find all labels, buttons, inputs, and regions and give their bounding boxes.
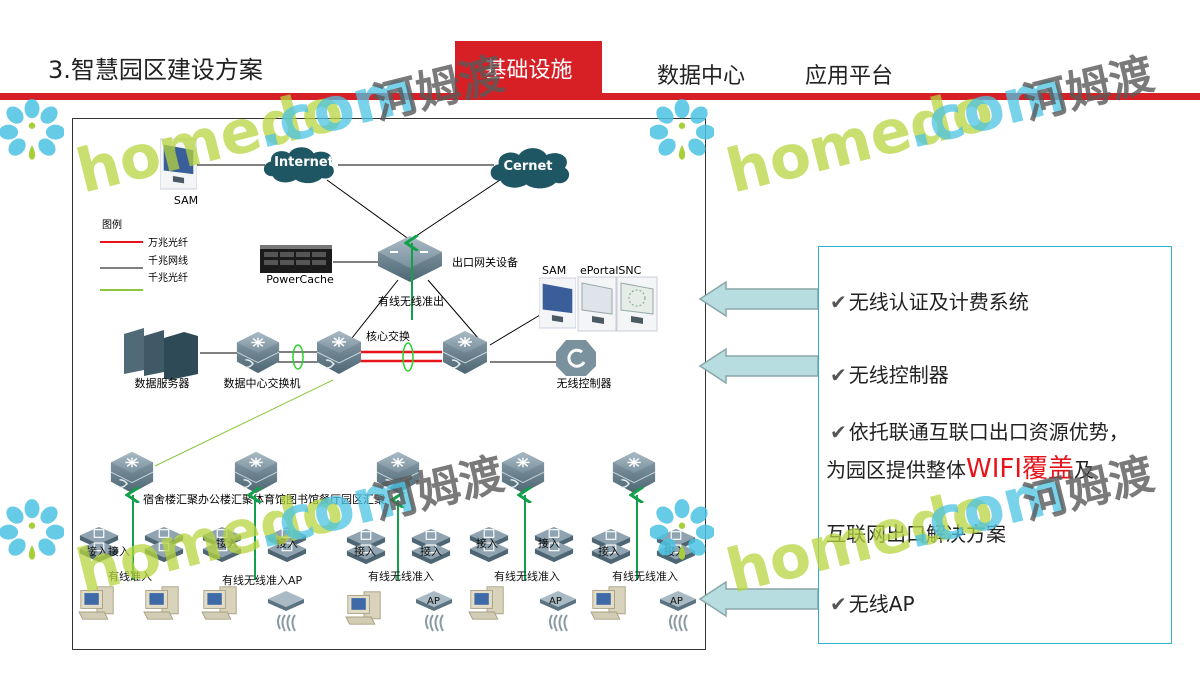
pc-icon (468, 586, 504, 620)
link-aggregation-icon (292, 344, 304, 370)
info-item-wifi-coverage: ✔依托联通互联口出口资源优势， (830, 420, 1129, 444)
access-label: 接入 (538, 537, 560, 550)
legend-label-10g-fiber: 万兆光纤 (148, 236, 188, 249)
access-label: 接入 (354, 545, 376, 558)
aggregation-switch-icon (501, 451, 545, 494)
core-switch-label: 核心交换 (366, 329, 410, 343)
link-aggregation-icon (402, 342, 414, 372)
gigabit-fiber-link (154, 379, 334, 467)
access-uplink-arrows (133, 495, 637, 580)
sam-top-label: SAM (174, 194, 198, 207)
powercache-storage-icon (260, 245, 332, 273)
sam-server-icon (539, 277, 576, 329)
access-label: 接入 (420, 545, 442, 558)
ap-label: AP (670, 596, 683, 607)
pc-icon (78, 586, 114, 620)
aggregation-switch-icon (376, 451, 420, 494)
callout-arrow-auth (698, 280, 819, 318)
core-switch-icon (442, 330, 488, 375)
wireless-controller-label: 无线控制器 (557, 376, 612, 390)
tab-infrastructure[interactable]: 基础设施 (455, 41, 602, 95)
snc-server-icon (616, 276, 658, 332)
check-icon: ✔ (830, 290, 847, 314)
access-label: 接入 (216, 537, 238, 550)
info-item-wifi-coverage-line3: 互联网出口解决方案 (826, 522, 1006, 546)
dc-switch-icon (236, 331, 280, 374)
gateway-label: 出口网关设备 (452, 255, 518, 269)
access-label: 接入 (664, 545, 686, 558)
wired-wireless-out-label: 有线无线准出 (378, 294, 444, 308)
check-icon: ✔ (830, 420, 847, 444)
slide-title: 3.智慧园区建设方案 (48, 56, 263, 84)
wired-wireless-access-label: 有线无线准入 (368, 569, 434, 583)
check-icon: ✔ (830, 363, 847, 387)
legend-label-gigabit-copper: 千兆网线 (148, 254, 188, 267)
pc-icon (590, 586, 626, 620)
info-item-wireless-ap: ✔无线AP (830, 592, 915, 616)
access-label: 接入 (598, 545, 620, 558)
cernet-label: Cernet (503, 159, 552, 174)
gateway-device-icon (378, 236, 442, 282)
ap-label: AP (549, 596, 562, 607)
access-label: 接入 (276, 537, 298, 550)
access-switch-icon (144, 526, 184, 563)
check-icon: ✔ (830, 592, 847, 616)
wifi-coverage-highlight: WIFI覆盖 (966, 454, 1074, 484)
info-item-auth-billing: ✔无线认证及计费系统 (830, 290, 1029, 314)
data-servers-icon (124, 328, 198, 380)
network-diagram-frame (72, 118, 706, 650)
sam-server-icon (160, 138, 197, 190)
core-switch-icon (316, 330, 362, 375)
aggregation-switch-icon (234, 451, 278, 494)
sam-right-label: SAM (542, 264, 566, 277)
callout-arrow-controller (698, 347, 819, 385)
access-label: 接入 (476, 537, 498, 550)
eportal-snc-label: ePortalSNC (580, 264, 642, 277)
ap-icon (266, 589, 306, 633)
eportal-server-icon (577, 276, 617, 332)
wired-wireless-access-label: 有线无线准入 (494, 569, 560, 583)
wired-wireless-access-label: 有线无线准入 (612, 569, 678, 583)
aggregation-label: 宿舍楼汇聚办公楼汇聚体育馆图书馆餐厅园区汇聚 (143, 492, 385, 506)
tab-application-platform[interactable]: 应用平台 (805, 64, 894, 89)
dc-switch-label: 数据中心交换机 (224, 376, 301, 390)
wired-wireless-access-ap-label: 有线无线准入AP (222, 573, 303, 587)
wireless-controller-icon (556, 340, 596, 376)
legend-label-gigabit-fiber: 千兆光纤 (148, 271, 188, 284)
gigabit-copper-links (197, 164, 556, 363)
callout-arrows (698, 280, 819, 618)
info-item-wireless-controller: ✔无线控制器 (830, 363, 949, 387)
10g-fiber-links (360, 350, 442, 363)
data-servers-label: 数据服务器 (135, 376, 190, 390)
internet-label: Internet (274, 155, 334, 170)
pc-icon (201, 586, 237, 620)
wired-access-label: 有线准入 (108, 569, 152, 583)
callout-arrow-ap (698, 580, 819, 618)
powercache-label: PowerCache (266, 273, 334, 286)
aggregation-switch-icon (612, 451, 656, 494)
pc-icon (345, 591, 381, 625)
header-divider (0, 93, 1200, 100)
tab-data-center[interactable]: 数据中心 (657, 64, 746, 89)
access-label: 接入接入 (86, 545, 130, 558)
aggregation-switch-icon (110, 451, 154, 494)
info-box (818, 246, 1172, 644)
info-item-wifi-coverage-line2: 为园区提供整体WIFI覆盖及 (826, 454, 1094, 484)
legend-title: 图例 (102, 218, 122, 231)
pc-icon (143, 586, 179, 620)
ap-label: AP (427, 596, 440, 607)
